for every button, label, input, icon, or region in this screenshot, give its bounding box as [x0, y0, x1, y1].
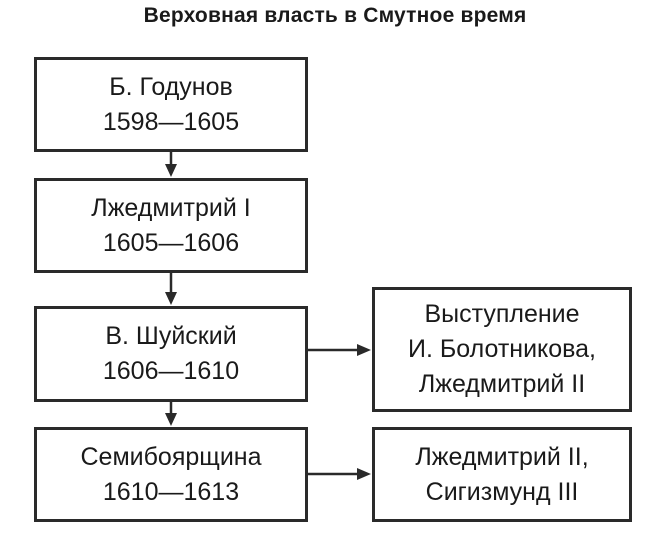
- box-shuisky-years: 1606—1610: [102, 357, 240, 385]
- box-lzhedmitry1: Лжедмитрий I 1605—1606: [34, 178, 308, 273]
- box-sigismund-line1: Лжедмитрий II,: [415, 442, 589, 471]
- box-lzhedmitry1-years: 1605—1606: [102, 228, 240, 257]
- arrow-godunov-to-lzhedmitry1: [165, 152, 177, 177]
- box-godunov-years: 1598—1605: [102, 107, 240, 136]
- box-godunov: Б. Годунов 1598—1605: [34, 57, 308, 152]
- arrow-shuisky-to-bolotnikov: [308, 344, 371, 356]
- box-bolotnikov-line2: И. Болотникова,: [407, 335, 597, 363]
- box-semiboyarshchina-years: 1610—1613: [102, 477, 240, 506]
- box-bolotnikov-line3: Лжедмитрий II: [418, 370, 586, 398]
- arrow-shuisky-to-semiboyarshchina: [165, 402, 177, 426]
- box-shuisky: В. Шуйский 1606—1610: [34, 306, 308, 402]
- box-semiboyarshchina-name: Семибоярщина: [80, 442, 262, 471]
- box-bolotnikov-line1: Выступление: [424, 300, 580, 328]
- box-godunov-name: Б. Годунов: [109, 72, 233, 101]
- box-shuisky-name: В. Шуйский: [105, 322, 237, 350]
- diagram-title: Верховная власть в Смутное время: [143, 4, 527, 27]
- box-semiboyarshchina: Семибоярщина 1610—1613: [34, 427, 308, 522]
- box-bolotnikov: Выступление И. Болотникова, Лжедмитрий I…: [372, 287, 632, 412]
- box-sigismund: Лжедмитрий II, Сигизмунд III: [372, 427, 632, 522]
- box-lzhedmitry1-name: Лжедмитрий I: [91, 193, 251, 222]
- box-sigismund-line2: Сигизмунд III: [425, 477, 579, 506]
- arrow-lzhedmitry1-to-shuisky: [165, 273, 177, 305]
- arrow-semiboyarshchina-to-sigismund: [308, 468, 371, 480]
